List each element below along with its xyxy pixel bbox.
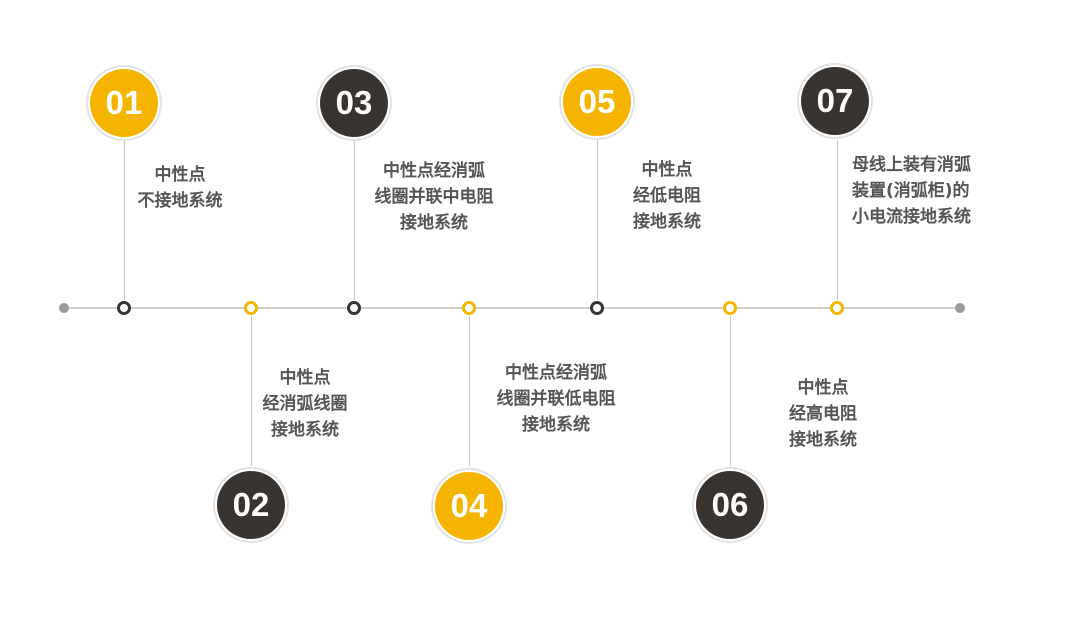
label-05-line-1: 中性点: [641, 160, 693, 180]
label-05: 中性点 经低电阻 接地系统: [633, 157, 701, 235]
label-04-line-2: 线圈并联低电阻: [496, 389, 616, 409]
badge-02: 02: [213, 467, 289, 543]
label-02: 中性点 经消弧线圈 接地系统: [263, 365, 348, 443]
badge-number-07: 07: [801, 67, 869, 135]
badge-05: 05: [559, 64, 635, 140]
label-04-line-1: 中性点经消弧: [505, 363, 607, 383]
badge-03: 03: [316, 65, 392, 141]
badge-01: 01: [86, 65, 162, 141]
marker-06: [723, 301, 737, 315]
label-07-line-3: 小电流接地系统: [852, 207, 971, 227]
badge-number-03: 03: [320, 69, 388, 137]
label-06-line-3: 接地系统: [789, 430, 857, 450]
badge-number-01: 01: [90, 69, 158, 137]
label-03-line-2: 线圈并联中电阻: [374, 187, 494, 207]
timeline-axis: [64, 307, 960, 309]
label-03-line-3: 接地系统: [400, 213, 468, 233]
marker-07: [830, 301, 844, 315]
marker-03: [347, 301, 361, 315]
axis-start-dot: [59, 303, 69, 313]
label-07-line-1: 母线上装有消弧: [852, 155, 971, 175]
label-02-line-1: 中性点: [279, 368, 331, 388]
label-05-line-3: 接地系统: [633, 212, 701, 232]
stem-01: [124, 140, 125, 300]
label-02-line-2: 经消弧线圈: [262, 394, 348, 414]
stem-06: [730, 316, 731, 466]
label-07-line-2: 装置(消弧柜)的: [852, 181, 970, 201]
axis-end-dot: [955, 303, 965, 313]
stem-02: [251, 316, 252, 466]
label-02-line-3: 接地系统: [271, 420, 339, 440]
badge-number-05: 05: [563, 68, 631, 136]
label-06-line-2: 经高电阻: [789, 404, 857, 424]
label-06-line-1: 中性点: [797, 378, 849, 398]
badge-number-06: 06: [696, 471, 764, 539]
badge-number-02: 02: [217, 471, 285, 539]
label-01-line-2: 不接地系统: [137, 191, 223, 211]
stem-03: [354, 140, 355, 300]
label-01: 中性点 不接地系统: [138, 162, 223, 214]
marker-01: [117, 301, 131, 315]
marker-05: [590, 301, 604, 315]
marker-04: [462, 301, 476, 315]
badge-04: 04: [431, 468, 507, 544]
label-04-line-3: 接地系统: [522, 415, 590, 435]
marker-02: [244, 301, 258, 315]
badge-07: 07: [797, 63, 873, 139]
badge-number-04: 04: [435, 472, 503, 540]
label-07: 母线上装有消弧 装置(消弧柜)的 小电流接地系统: [852, 152, 971, 230]
label-01-line-1: 中性点: [154, 165, 206, 185]
badge-06: 06: [692, 467, 768, 543]
label-03: 中性点经消弧 线圈并联中电阻 接地系统: [375, 158, 494, 236]
stem-07: [837, 140, 838, 300]
stem-04: [469, 316, 470, 466]
stem-05: [597, 140, 598, 300]
label-03-line-1: 中性点经消弧: [383, 161, 485, 181]
label-05-line-2: 经低电阻: [633, 186, 701, 206]
label-04: 中性点经消弧 线圈并联低电阻 接地系统: [497, 360, 616, 438]
label-06: 中性点 经高电阻 接地系统: [789, 375, 857, 453]
